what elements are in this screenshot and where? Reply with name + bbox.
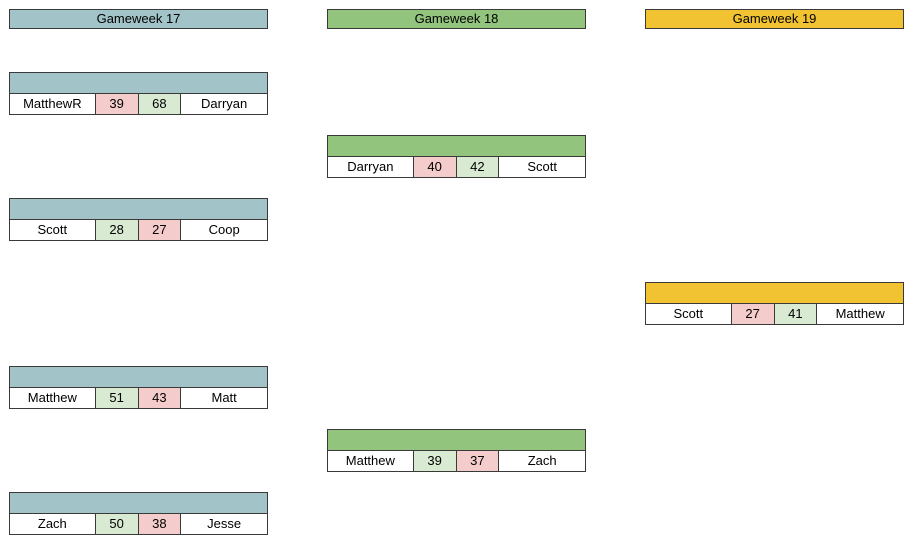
away-score: 43: [138, 388, 182, 408]
home-team: MatthewR: [10, 94, 96, 114]
home-team: Darryan: [328, 157, 414, 177]
away-score: 42: [456, 157, 500, 177]
match-row: Scott 27 41 Matthew: [645, 303, 904, 325]
home-score: 51: [95, 388, 139, 408]
away-team: Darryan: [201, 96, 248, 111]
away-score: 37: [456, 451, 500, 471]
gw17-match-3: Matthew 51 43 Matt: [9, 366, 268, 409]
gw18-match-2: Matthew 39 37 Zach: [327, 429, 586, 472]
away-team: Matt: [211, 390, 237, 405]
match-row: Scott 28 27 Coop: [9, 219, 268, 241]
gw17-match-1: MatthewR 39 68 Darryan: [9, 72, 268, 115]
home-team: Scott: [10, 220, 96, 240]
away-score: 27: [138, 220, 182, 240]
match-row: Matthew 39 37 Zach: [327, 450, 586, 472]
match-title-bar: [9, 366, 268, 387]
home-score: 50: [95, 514, 139, 534]
away-score: 41: [774, 304, 818, 324]
gameweek-17-header: Gameweek 17: [9, 9, 268, 29]
home-team: Scott: [646, 304, 732, 324]
gw17-match-2: Scott 28 27 Coop: [9, 198, 268, 241]
home-score: 39: [95, 94, 139, 114]
match-row: Zach 50 38 Jesse: [9, 513, 268, 535]
away-score: 68: [138, 94, 182, 114]
home-score: 27: [731, 304, 775, 324]
away-score: 38: [138, 514, 182, 534]
match-title-bar: [9, 72, 268, 93]
away-team: Matthew: [835, 306, 885, 321]
away-team: Scott: [527, 159, 557, 174]
match-title-bar: [327, 135, 586, 156]
match-row: Darryan 40 42 Scott: [327, 156, 586, 178]
match-title-bar: [645, 282, 904, 303]
away-team: Coop: [208, 222, 240, 237]
home-team: Matthew: [328, 451, 414, 471]
match-row: Matthew 51 43 Matt: [9, 387, 268, 409]
gameweek-19-header: Gameweek 19: [645, 9, 904, 29]
home-team: Matthew: [10, 388, 96, 408]
home-score: 39: [413, 451, 457, 471]
home-team: Zach: [10, 514, 96, 534]
gameweek-18-header: Gameweek 18: [327, 9, 586, 29]
gw19-match-1: Scott 27 41 Matthew: [645, 282, 904, 325]
match-row: MatthewR 39 68 Darryan: [9, 93, 268, 115]
match-title-bar: [327, 429, 586, 450]
away-team: Zach: [527, 453, 557, 468]
away-team: Jesse: [207, 516, 242, 531]
home-score: 40: [413, 157, 457, 177]
match-title-bar: [9, 198, 268, 219]
gw18-match-1: Darryan 40 42 Scott: [327, 135, 586, 178]
home-score: 28: [95, 220, 139, 240]
match-title-bar: [9, 492, 268, 513]
gw17-match-4: Zach 50 38 Jesse: [9, 492, 268, 535]
